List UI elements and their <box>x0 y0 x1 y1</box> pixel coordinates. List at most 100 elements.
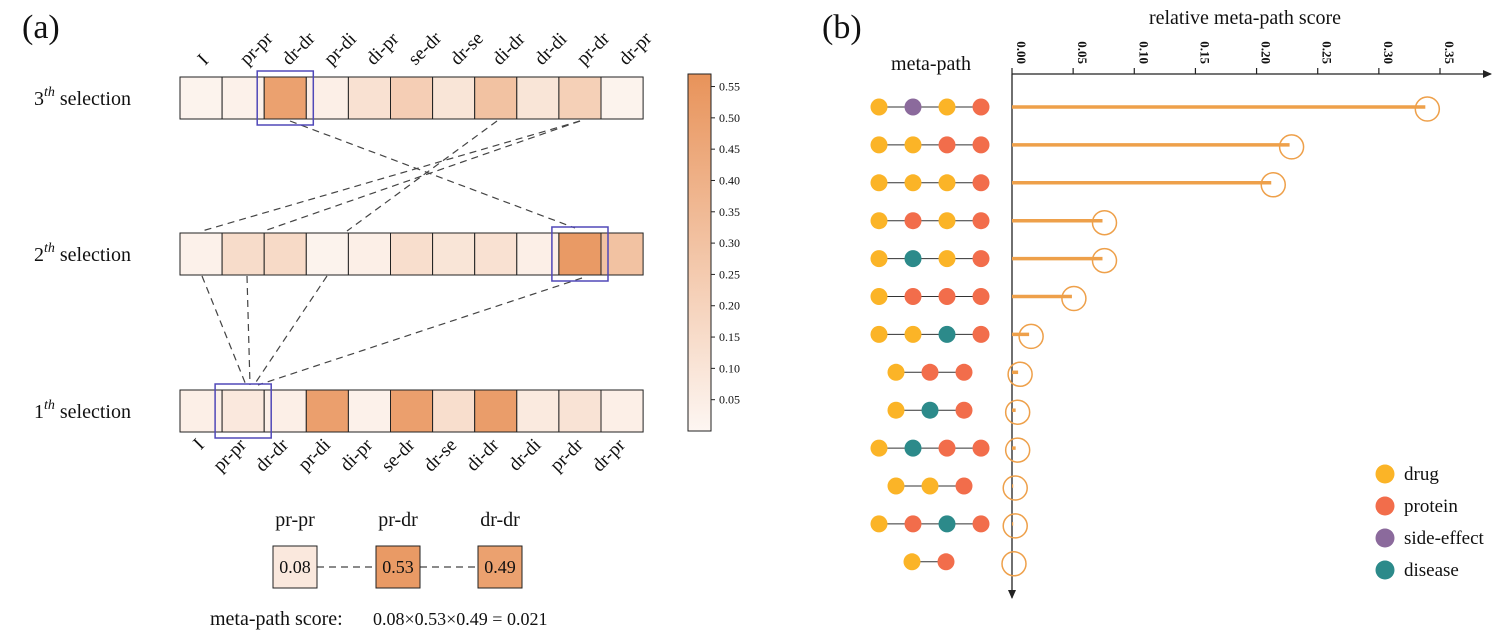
heatmap-cell <box>600 389 644 433</box>
colorbar-tick-label: 0.10 <box>719 361 740 375</box>
score-marker <box>1007 361 1033 388</box>
colorbar-tick-label: 0.50 <box>719 111 740 125</box>
heatmap-cell <box>516 76 560 120</box>
selection-link <box>201 120 581 232</box>
protein-node <box>955 477 973 495</box>
side-effect-node <box>904 98 922 116</box>
disease-node <box>904 250 922 268</box>
drug-node <box>870 325 888 343</box>
colorbar: 0.050.100.150.200.250.300.350.400.450.50… <box>687 73 740 432</box>
legend-marker <box>1375 464 1395 484</box>
protein-node <box>972 212 990 230</box>
score-marker <box>1002 475 1028 501</box>
legend-label: disease <box>1404 560 1459 581</box>
colorbar-tick-label: 0.05 <box>719 393 740 407</box>
protein-node <box>938 288 956 305</box>
heatmap-cell <box>474 389 518 433</box>
drug-node <box>938 250 956 268</box>
column-label: dr-dr <box>278 28 320 70</box>
selection-link <box>201 275 247 386</box>
heatmap-cell <box>558 76 602 120</box>
score-marker <box>1004 437 1031 463</box>
heatmap-cell <box>390 232 434 276</box>
selection-row-label: 1th selection <box>34 398 131 423</box>
drug-node <box>887 477 905 495</box>
legend-marker <box>1375 560 1395 580</box>
heatmap-cell <box>347 76 391 120</box>
example-value: 0.53 <box>382 557 414 577</box>
example-value: 0.08 <box>279 557 311 577</box>
heatmap-cell <box>474 76 518 120</box>
panel-a-label: (a) <box>22 9 60 46</box>
protein-node <box>904 288 922 305</box>
colorbar-tick-label: 0.45 <box>719 142 740 156</box>
panel-b: (b) relative meta-path score meta-path 0… <box>822 7 1492 599</box>
example-label: dr-dr <box>480 509 520 531</box>
selection-link <box>257 277 583 386</box>
drug-node <box>903 553 921 571</box>
colorbar-tick-label: 0.20 <box>719 299 740 313</box>
protein-node <box>972 325 990 343</box>
column-label: pr-di <box>320 29 361 70</box>
heatmap-cell <box>305 389 349 433</box>
score-marker <box>1414 96 1441 122</box>
heatmap-cell <box>432 76 476 120</box>
protein-node <box>904 212 922 230</box>
column-label: dr-di <box>531 29 572 70</box>
heatmap-cell <box>263 76 307 120</box>
drug-node <box>938 174 956 192</box>
legend-label: side-effect <box>1404 528 1485 549</box>
colorbar-tick-label: 0.40 <box>719 173 740 187</box>
column-label: di-pr <box>336 434 377 475</box>
drug-node <box>870 515 888 533</box>
protein-node <box>972 174 990 192</box>
drug-node <box>870 288 888 305</box>
protein-node <box>972 439 990 457</box>
meta-path-glyphs <box>870 98 990 571</box>
selection-link <box>246 275 251 386</box>
drug-node <box>921 477 939 495</box>
disease-node <box>904 439 922 457</box>
protein-node <box>972 136 990 154</box>
score-label: meta-path score: <box>210 608 343 630</box>
x-tick-label: 0.05 <box>1075 41 1090 64</box>
drug-node <box>904 325 922 343</box>
protein-node <box>904 515 922 533</box>
selection-heatmap <box>179 70 644 439</box>
heatmap-cell <box>558 389 602 433</box>
column-label: pr-dr <box>546 434 588 476</box>
y-axis-label: meta-path <box>891 53 971 75</box>
drug-node <box>938 212 956 230</box>
heatmap-cell <box>347 232 391 276</box>
score-marker <box>1002 513 1028 539</box>
example-value: 0.49 <box>484 557 516 577</box>
heatmap-cell <box>347 389 391 433</box>
column-label: I <box>194 50 213 69</box>
protein-node <box>938 136 956 154</box>
protein-node <box>972 250 990 268</box>
colorbar-gradient-bar <box>687 73 712 432</box>
protein-node <box>972 288 990 305</box>
x-tick-label: 0.10 <box>1136 41 1151 64</box>
heatmap-cell <box>305 232 349 276</box>
selection-link <box>289 120 576 229</box>
heatmap-cell <box>221 232 265 276</box>
panel-b-label: (b) <box>822 9 862 46</box>
score-marker <box>1260 172 1286 198</box>
highlight-box <box>551 226 609 282</box>
heatmap-cell <box>179 76 223 120</box>
score-marker <box>1001 551 1027 577</box>
example-value-box <box>272 545 318 589</box>
legend-marker <box>1375 496 1395 516</box>
legend-marker <box>1375 528 1395 548</box>
score-formula: 0.08×0.53×0.49 = 0.021 <box>373 609 547 629</box>
drug-node <box>904 136 922 154</box>
protein-node <box>972 515 990 533</box>
protein-node <box>955 363 973 381</box>
heatmap-cell <box>558 232 602 276</box>
